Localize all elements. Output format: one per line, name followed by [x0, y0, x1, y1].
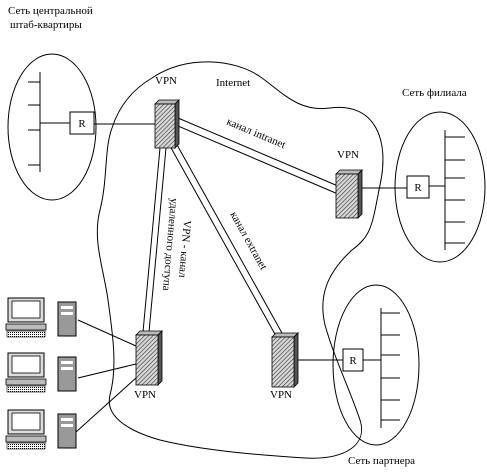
branch-network-ellipse — [394, 111, 486, 263]
workstation-icon — [5, 409, 77, 450]
hq-router: R — [69, 111, 95, 135]
vpn-label-hq: VPN — [155, 75, 177, 87]
branch-network-label: Сеть филиала — [402, 87, 467, 99]
remote-channel-label-line2: удаленного доступа — [160, 198, 180, 292]
vpn-gateway-icon — [135, 330, 163, 386]
branch-network-bus — [428, 130, 465, 250]
hq-network-bus — [28, 72, 70, 172]
workstation-icon — [5, 352, 77, 393]
vpn-label-partner: VPN — [270, 389, 292, 401]
vpn-label-branch: VPN — [337, 149, 359, 161]
workstation-icon — [5, 297, 77, 338]
partner-network-label: Сеть партнера — [348, 455, 415, 467]
partner-router: R — [342, 348, 364, 372]
extranet-channel-label: канал extranet — [227, 210, 269, 272]
partner-network-bus — [363, 308, 400, 428]
hq-network-label-line2: штаб-квартиры — [10, 19, 82, 31]
remote-channel-label-line1: VPN - канал — [176, 220, 193, 279]
hq-network-label: Сеть центральной — [8, 5, 93, 17]
router-label: R — [349, 355, 357, 367]
vpn-label-remote: VPN — [134, 389, 156, 401]
intranet-tunnel — [177, 117, 339, 195]
remote-access-tunnel — [142, 147, 167, 333]
internet-cloud — [96, 61, 384, 459]
vpn-gateway-icon — [335, 169, 363, 219]
router-label: R — [414, 182, 422, 194]
partner-network-ellipse — [332, 284, 420, 446]
extranet-tunnel — [169, 142, 283, 337]
vpn-gateway-icon — [154, 99, 180, 149]
hq-network-ellipse — [7, 53, 97, 201]
intranet-channel-label: канал intranet — [225, 116, 287, 152]
router-label: R — [78, 118, 86, 130]
branch-router: R — [406, 175, 430, 199]
workstation-links — [75, 319, 137, 433]
vpn-gateway-icon — [271, 332, 299, 388]
internet-label: Internet — [216, 77, 250, 89]
